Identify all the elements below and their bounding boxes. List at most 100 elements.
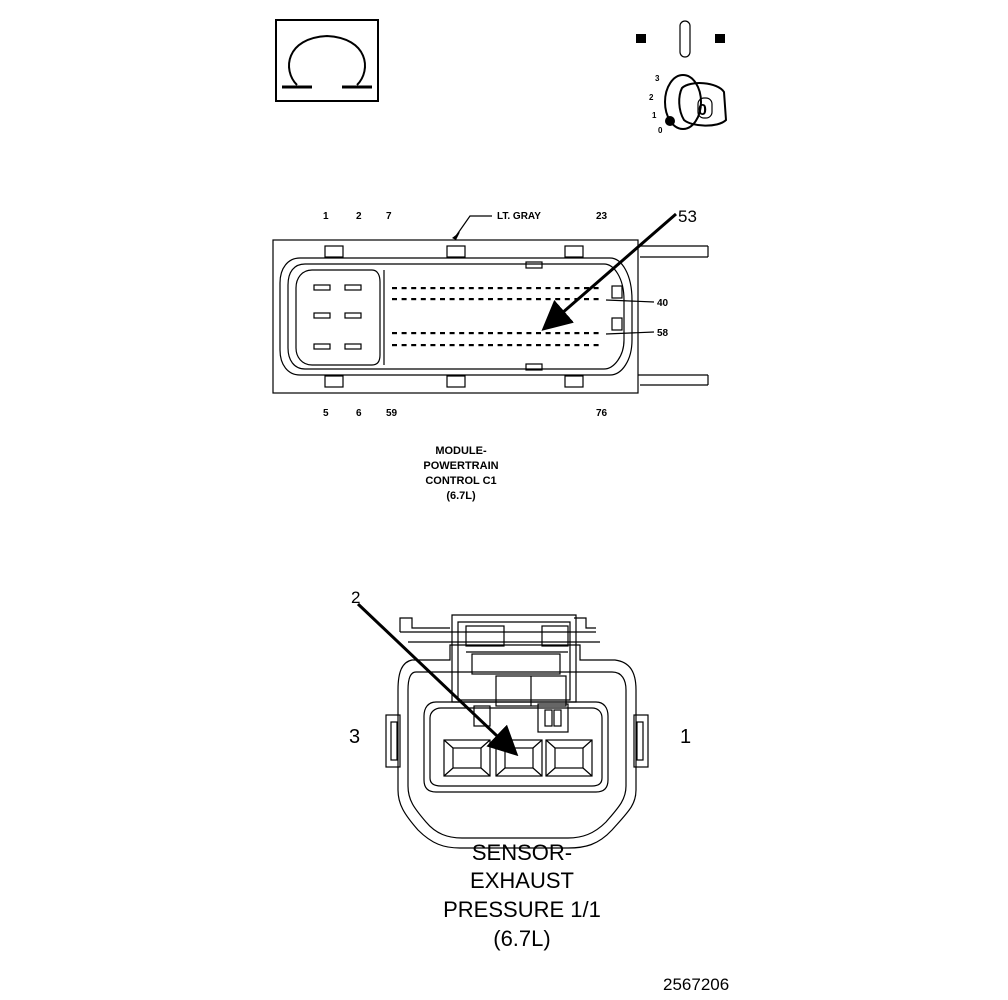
pcm-power-pins (313, 284, 362, 350)
pcm-signal-pin (449, 298, 455, 301)
pcm-pin-number-7: 7 (386, 211, 392, 222)
pcm-signal-pin (392, 344, 397, 347)
pcm-signal-pin (411, 344, 417, 347)
pcm-signal-pin (555, 332, 561, 335)
pcm-signal-pin (449, 332, 455, 335)
pcm-signal-pin (584, 332, 589, 335)
pcm-signal-pin (593, 298, 599, 301)
pcm-pin-number-2: 2 (356, 211, 362, 222)
pcm-signal-pin (516, 298, 522, 301)
pcm-signal-pin (488, 287, 493, 290)
pcm-signal-pin (545, 332, 551, 335)
pcm-signal-pin (574, 332, 580, 335)
pcm-signal-pin (564, 344, 570, 347)
pcm-signal-pin (420, 298, 426, 301)
pcm-highlighted-pin-label: 53 (678, 207, 697, 226)
pcm-signal-pin (459, 287, 465, 290)
pcm-signal-pin (564, 332, 570, 335)
pcm-signal-pin (440, 344, 445, 347)
pcm-signal-pin (411, 298, 417, 301)
pcm-signal-pin (507, 332, 513, 335)
pcm-signal-pin (497, 287, 503, 290)
pcm-signal-pin (392, 287, 397, 290)
pcm-signal-pin (392, 332, 397, 335)
pcm-signal-pin (497, 298, 503, 301)
pcm-signal-pin (526, 287, 532, 290)
pcm-signal-pin (478, 298, 484, 301)
ignition-position-1: 1 (652, 111, 657, 120)
pcm-signal-pin (430, 287, 436, 290)
pcm-signal-pin (536, 298, 541, 301)
sensor-cavity-3 (443, 739, 491, 777)
ignition-position-0: 0 (658, 126, 663, 135)
pcm-connector-c1: 1 2 7 23 5 6 59 76 LT. GRAY (272, 207, 709, 502)
pcm-pin-number-59: 59 (386, 408, 398, 419)
sensor-title-line-1: SENSOR- (472, 840, 572, 865)
pcm-signal-pin (536, 287, 541, 290)
pcm-signal-pin (574, 344, 580, 347)
sensor-left-pin-label: 3 (349, 726, 360, 748)
pcm-signal-pin (440, 332, 445, 335)
pcm-signal-pin (478, 344, 484, 347)
pcm-signal-pin (468, 298, 474, 301)
pcm-signal-pin (545, 298, 551, 301)
figure-id: 2567206 (663, 975, 729, 994)
pcm-title-line-2: POWERTRAIN (423, 460, 498, 472)
key-slot-icon (679, 20, 691, 58)
sensor-housing-outline (397, 644, 637, 849)
pcm-signal-pin (449, 287, 455, 290)
pcm-signal-pin (555, 344, 561, 347)
pcm-signal-pin (459, 344, 465, 347)
pcm-signal-pin (507, 344, 513, 347)
pcm-signal-pin (440, 287, 445, 290)
pcm-signal-pin (593, 287, 599, 290)
pcm-housing-outline (272, 239, 639, 394)
pcm-signal-pin (468, 332, 474, 335)
sensor-cavity-1 (545, 739, 593, 777)
pcm-signal-pin (507, 287, 513, 290)
pcm-signal-pin (411, 332, 417, 335)
pcm-signal-pin (401, 298, 407, 301)
pcm-signal-pin (516, 344, 522, 347)
pcm-signal-pin (526, 298, 532, 301)
pcm-signal-pin (392, 298, 397, 301)
pcm-signal-pin (507, 298, 513, 301)
ignition-symbol: 3 2 1 0 0 (636, 20, 728, 135)
pcm-signal-pin (497, 332, 503, 335)
pcm-signal-pin (468, 344, 474, 347)
pcm-signal-pin (430, 332, 436, 335)
pcm-signal-pin (545, 287, 551, 290)
run-marker-right-icon (715, 34, 725, 43)
pcm-signal-pin (420, 332, 426, 335)
pcm-signal-pin (536, 332, 541, 335)
pcm-signal-pin (564, 287, 570, 290)
pcm-signal-pin (516, 332, 522, 335)
pcm-row-callout-40: 40 (657, 298, 669, 309)
pcm-title-line-1: MODULE- (435, 445, 487, 457)
pcm-signal-pin (488, 344, 493, 347)
pcm-signal-pin (478, 332, 484, 335)
pcm-signal-pin (478, 287, 484, 290)
pcm-signal-pin (430, 344, 436, 347)
pcm-signal-pin (584, 298, 589, 301)
pcm-signal-pin (574, 287, 580, 290)
pcm-signal-pin (584, 344, 589, 347)
pcm-signal-pin (401, 344, 407, 347)
sensor-right-pin-label: 1 (680, 726, 691, 748)
pcm-pin-53-arrow (541, 212, 677, 331)
pcm-pin-number-1: 1 (323, 211, 329, 222)
sensor-cavity-2 (495, 739, 543, 777)
pcm-signal-pin (411, 287, 417, 290)
pcm-signal-pin (564, 298, 570, 301)
sensor-pin-2-arrow (356, 602, 519, 757)
pcm-signal-pin (420, 344, 426, 347)
sensor-connector: 2 3 1 SENSOR- EXHAUST PRESSURE 1/1 (6.7L… (349, 588, 691, 951)
sensor-highlighted-pin-label: 2 (351, 588, 360, 607)
pcm-signal-pin (545, 344, 551, 347)
pcm-signal-pin (488, 298, 493, 301)
ignition-key-label: 0 (698, 102, 707, 119)
pcm-signal-pin (420, 287, 426, 290)
color-leader-line (455, 215, 492, 237)
pcm-signal-pin (536, 344, 541, 347)
